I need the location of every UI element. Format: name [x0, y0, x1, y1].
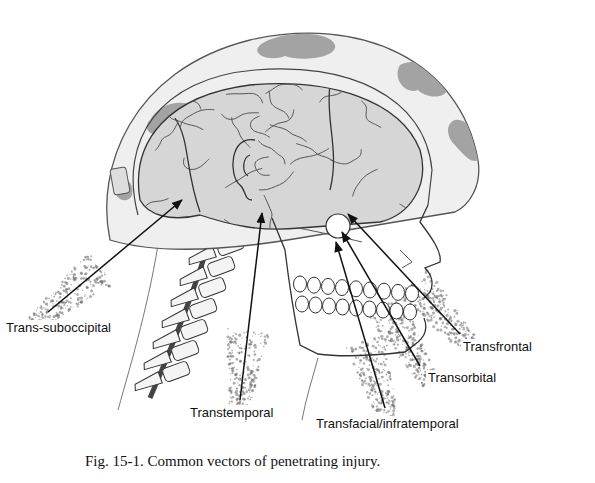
vector-label: Transfacial/infratemporal: [314, 416, 461, 432]
figure-caption: Fig. 15-1. Common vectors of penetrating…: [85, 452, 380, 470]
orbit: [326, 214, 350, 238]
vector-arrow: [336, 242, 385, 408]
vector-arrow: [348, 214, 460, 334]
neck-outline: [302, 358, 318, 420]
vector-arrow: [240, 213, 262, 400]
cervical-spine: [132, 235, 245, 398]
injury-vectors: [48, 200, 460, 408]
vector-label: Trans-suboccipital: [4, 320, 113, 336]
vector-label: Transfrontal: [461, 339, 534, 355]
helmet-buckle: [110, 167, 130, 195]
brain: [138, 84, 422, 229]
vector-label: Transtemporal: [188, 405, 275, 421]
brain-gyri: [128, 61, 443, 240]
ear: [233, 140, 255, 200]
vector-arrow: [48, 200, 182, 312]
vector-label: Transorbital: [426, 370, 498, 386]
vector-arrow: [342, 232, 420, 366]
face-profile: [420, 205, 440, 298]
nasal-cavity: [400, 250, 412, 268]
teeth: [294, 276, 419, 320]
